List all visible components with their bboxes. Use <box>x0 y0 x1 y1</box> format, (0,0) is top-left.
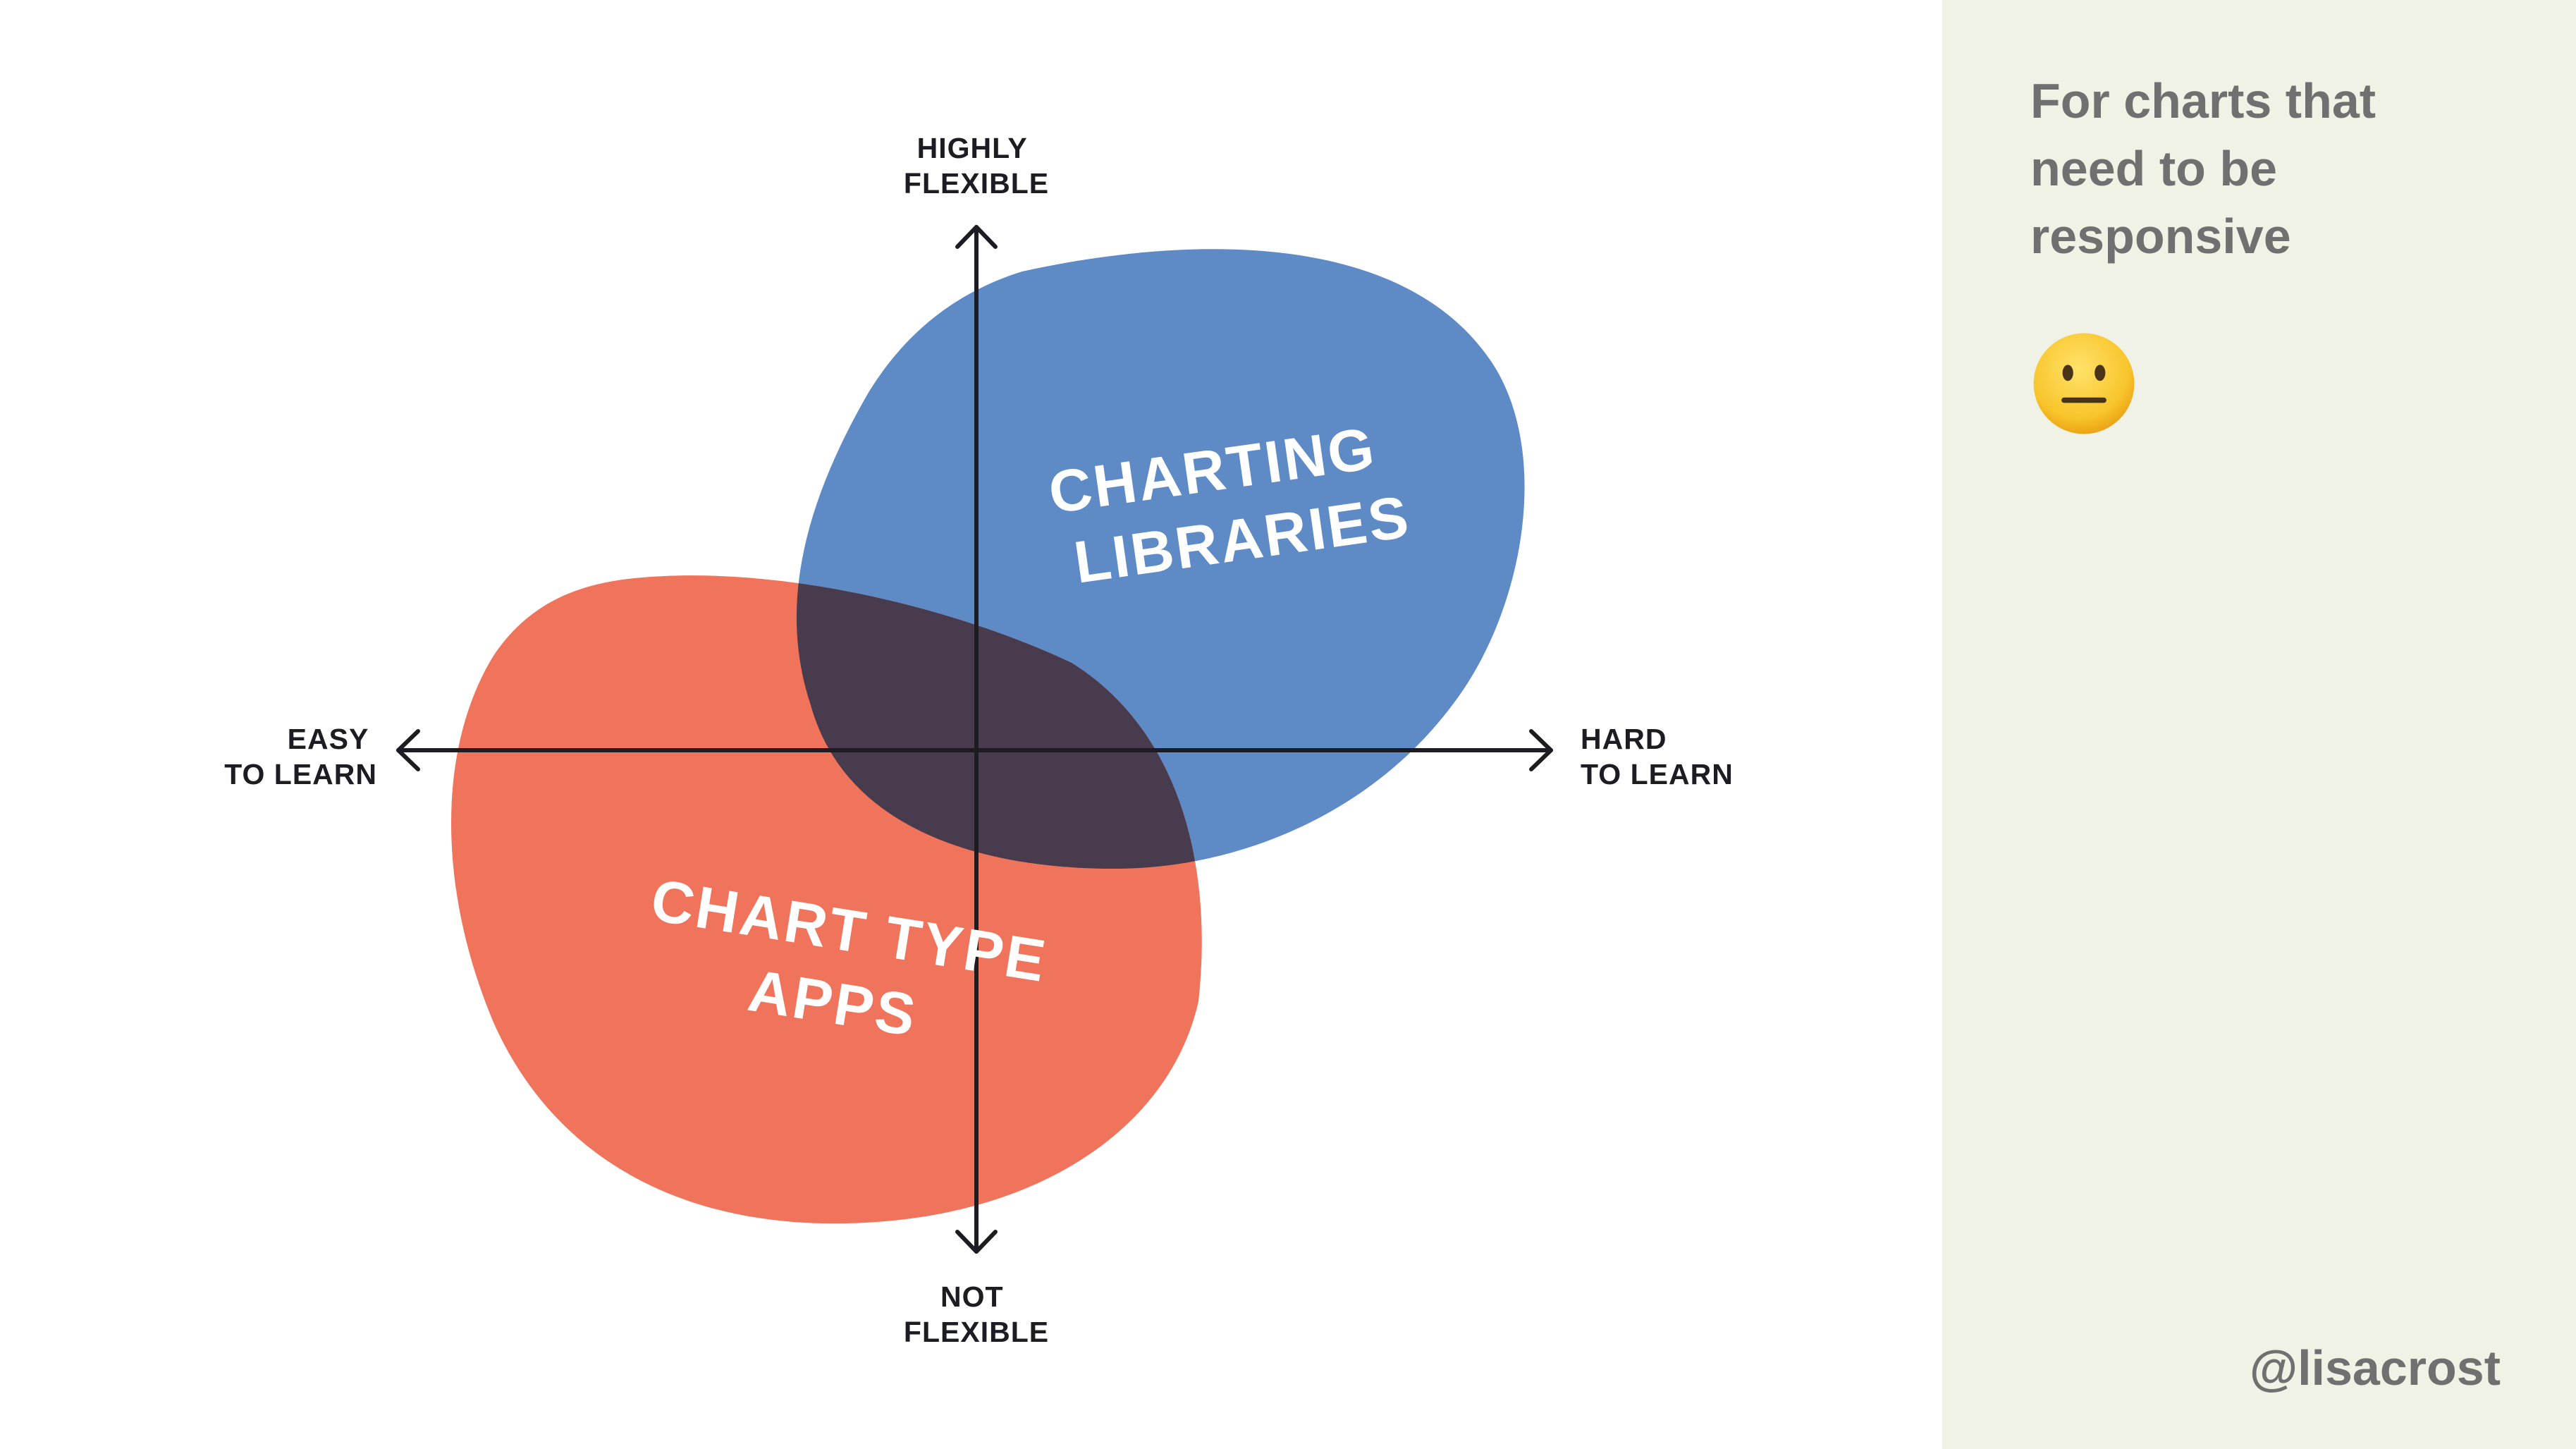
axis-label-right: HARD TO LEARN <box>1581 723 1734 790</box>
axis-label-bottom: NOT FLEXIBLE <box>904 1280 1049 1348</box>
caption-line: For charts that <box>2030 73 2376 128</box>
neutral-face-icon <box>2033 333 2135 434</box>
axis-label-top: HIGHLY FLEXIBLE <box>904 132 1049 200</box>
caption-line: need to be <box>2030 141 2278 196</box>
sidebar-panel: For charts that need to be responsive @l… <box>1942 0 2576 1449</box>
sidebar-caption: For charts that need to be responsive <box>2030 67 2524 270</box>
axes <box>396 225 1553 1254</box>
axis-label-left: EASY TO LEARN <box>224 723 377 790</box>
arrow-left-icon <box>396 729 420 771</box>
arrow-right-icon <box>1529 729 1553 771</box>
arrow-down-icon <box>955 1230 998 1254</box>
arrow-up-icon <box>955 225 998 249</box>
overlap-region <box>796 575 1202 869</box>
author-handle: @lisacrost <box>2249 1340 2501 1395</box>
quadrant-diagram: HIGHLY FLEXIBLE NOT FLEXIBLE EASY TO LEA… <box>224 132 1734 1348</box>
caption-line: responsive <box>2030 209 2291 264</box>
